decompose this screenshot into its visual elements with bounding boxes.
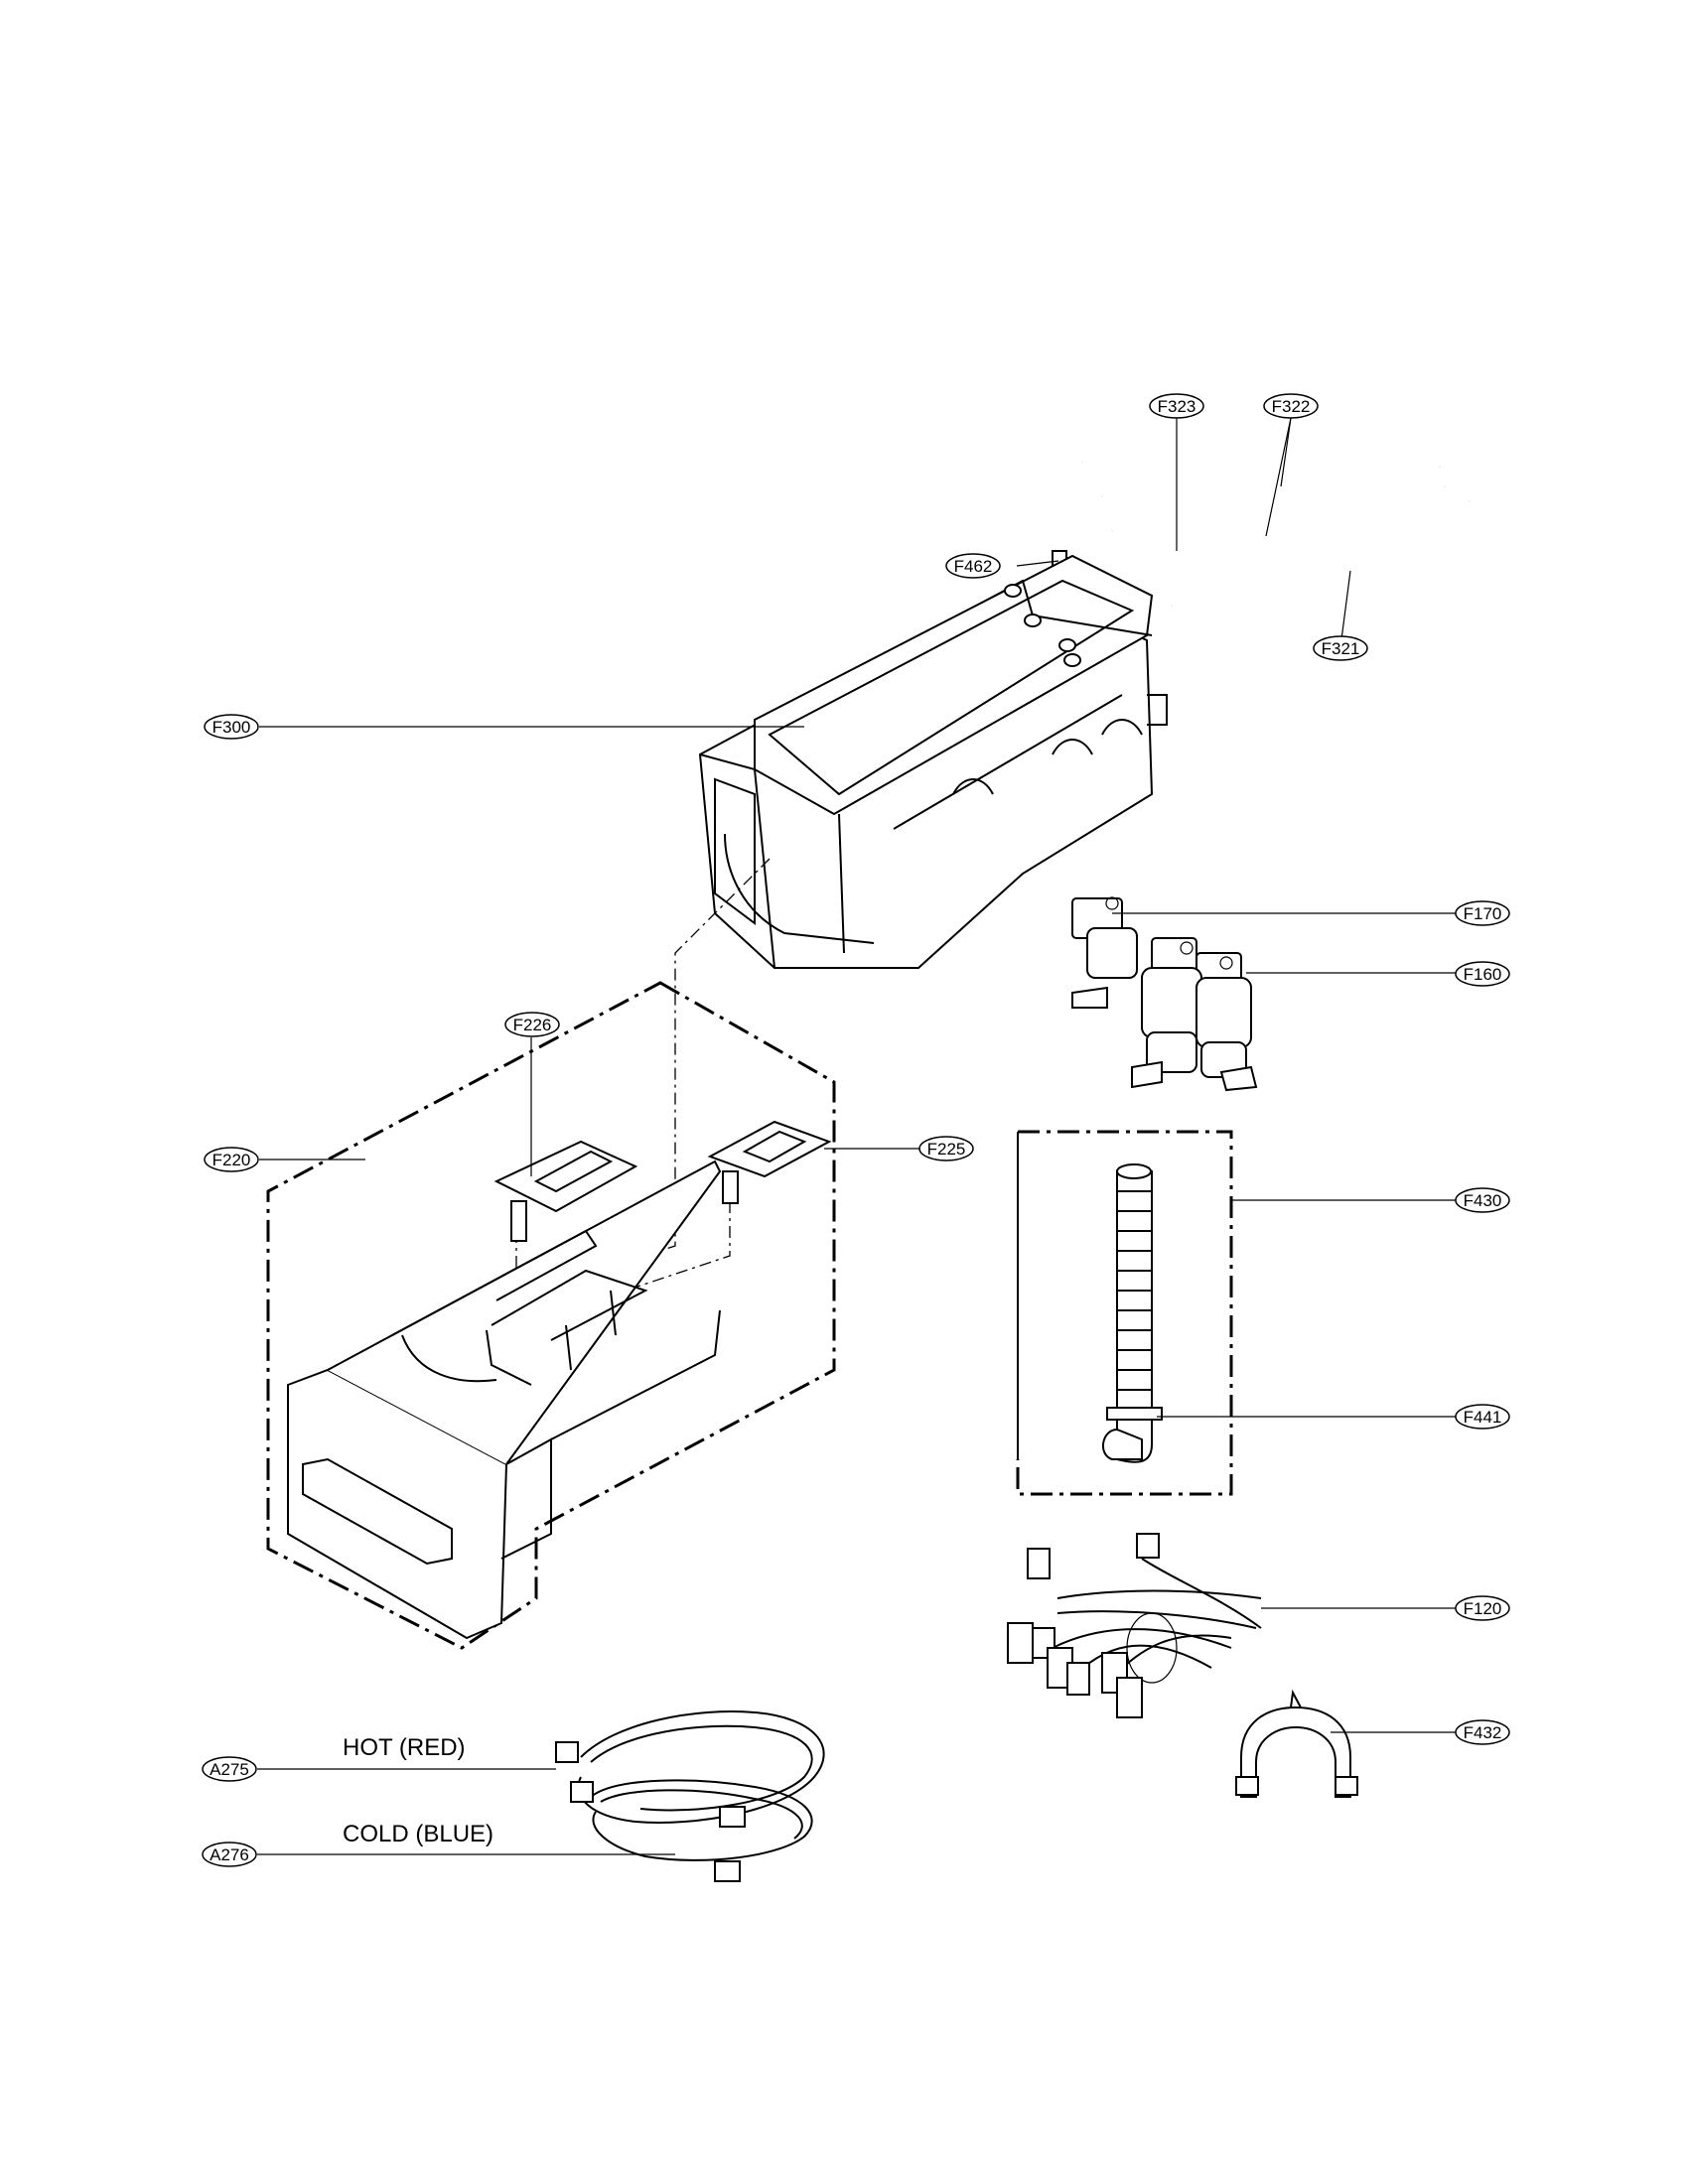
label-f462-text: F462 [954,557,993,576]
label-f225: F225 [918,1136,974,1161]
label-f300: F300 [204,714,259,740]
label-f170: F170 [1455,900,1510,926]
label-f430-text: F430 [1464,1191,1502,1210]
label-f441-text: F441 [1464,1408,1502,1427]
detergent-drawer [287,1160,722,1640]
label-a276: A276 [202,1842,257,1867]
label-f220: F220 [204,1147,259,1172]
inlet-hoses [1081,433,1490,608]
label-f323: F323 [1149,393,1204,419]
label-f120: F120 [1455,1595,1510,1621]
label-f432-text: F432 [1464,1723,1502,1742]
leader-lines [257,417,1466,1855]
siphon-cap-f225 [707,1120,832,1204]
siphon-cap-f226 [493,1140,638,1242]
label-f220-text: F220 [212,1151,251,1169]
label-f322: F322 [1263,393,1319,419]
label-f323-text: F323 [1158,397,1196,416]
drain-hose [1102,1163,1163,1463]
drain-hose-box [1016,1130,1233,1496]
label-f226-text: F226 [513,1016,552,1034]
label-f300-text: F300 [212,718,251,737]
label-f462: F462 [945,553,1001,579]
hose-clip [1235,1689,1358,1798]
inlet-supply-hoses [555,1710,825,1882]
label-a275-text: A275 [210,1760,249,1779]
label-f322-text: F322 [1272,397,1311,416]
cold-caption: COLD (BLUE) [343,1821,493,1847]
label-f170-text: F170 [1464,904,1502,923]
dispenser-housing [698,554,1168,969]
label-f321-text: F321 [1322,639,1360,658]
label-f321: F321 [1313,635,1368,661]
label-f430: F430 [1455,1187,1510,1213]
label-a275: A275 [202,1756,257,1782]
label-f226: F226 [504,1012,560,1037]
label-f160-text: F160 [1464,965,1502,984]
drawer-boundary [266,981,836,1650]
wire-harness [1007,1533,1262,1718]
water-valves [1071,896,1258,1092]
label-a276-text: A276 [210,1845,249,1864]
label-f432: F432 [1455,1719,1510,1745]
label-f225-text: F225 [927,1140,966,1159]
label-f120-text: F120 [1464,1599,1502,1618]
label-f441: F441 [1455,1404,1510,1430]
label-f160: F160 [1455,961,1510,987]
hot-caption: HOT (RED) [343,1734,466,1761]
